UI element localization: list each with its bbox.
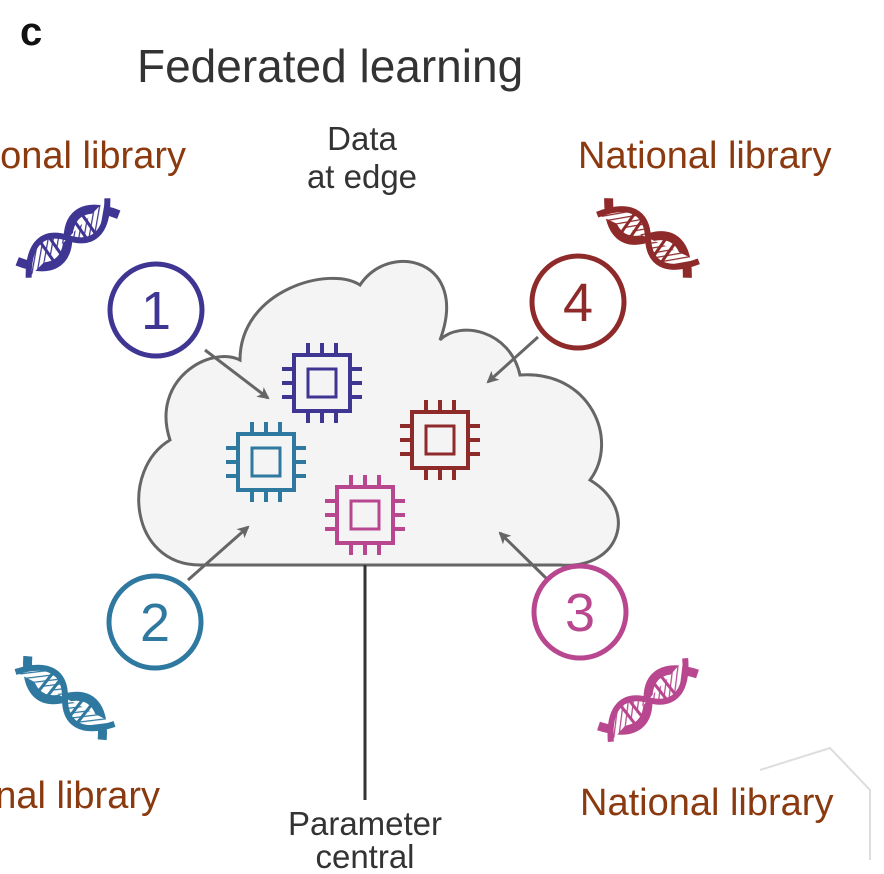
node-1: 1: [107, 261, 205, 359]
dna-icon: [596, 198, 700, 278]
arrow-icon: [498, 531, 550, 582]
node-2-number: 2: [140, 593, 170, 653]
library-label-2: National library: [0, 775, 160, 817]
chip-icon: [400, 400, 480, 480]
decorative-outline: [759, 746, 871, 860]
node-3: 3: [531, 563, 629, 661]
diagram-title: Federated learning: [137, 40, 523, 92]
arrow-icon: [204, 348, 270, 400]
arrow-icon: [187, 525, 250, 582]
arrow-icon: [486, 335, 540, 384]
chip-icon: [226, 422, 306, 502]
data-at-edge-line2: at edge: [307, 158, 417, 195]
node-3-number: 3: [565, 583, 595, 643]
library-label-4: National library: [578, 135, 831, 177]
node-4-number: 4: [563, 273, 593, 333]
library-label-1: National library: [0, 135, 186, 177]
node-4: 4: [529, 253, 627, 351]
data-at-edge-line1: Data: [327, 120, 397, 157]
dna-icon: [597, 658, 699, 742]
parameter-central-line1: Parameter: [288, 805, 442, 842]
chip-icon: [282, 343, 362, 423]
node-2: 2: [106, 573, 204, 671]
library-label-3: National library: [580, 782, 833, 824]
chip-icon: [325, 475, 405, 555]
parameter-central-line2: central: [315, 838, 414, 874]
panel-letter: c: [20, 10, 42, 54]
dna-icon: [15, 198, 121, 278]
node-1-number: 1: [141, 281, 171, 341]
dna-icon: [14, 655, 116, 741]
